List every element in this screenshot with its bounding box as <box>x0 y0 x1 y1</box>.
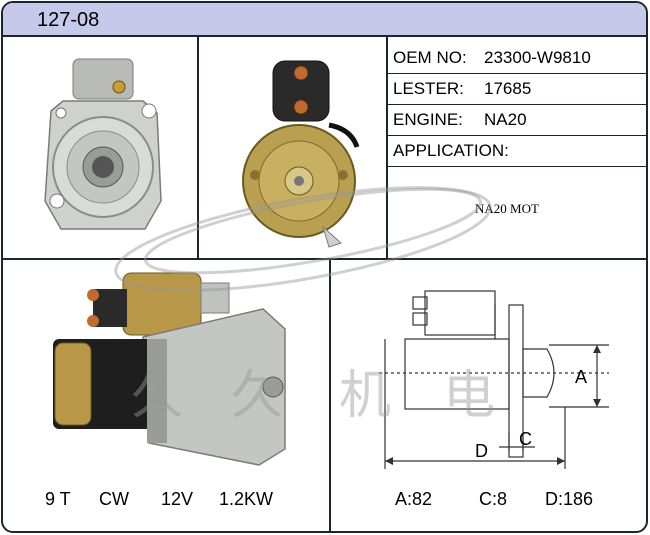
watermark-char: 机 <box>339 366 392 426</box>
rotation-direction: CW <box>99 489 129 509</box>
spec-label: APPLICATION: <box>393 141 509 160</box>
dimension-d-label: D <box>475 441 488 461</box>
spec-value: 23300-W9810 <box>484 48 591 67</box>
spec-row-engine: ENGINE: NA20 <box>388 105 646 136</box>
watermark-logo <box>114 186 492 292</box>
spec-label: ENGINE: <box>393 110 463 129</box>
teeth-count: 9 T <box>45 489 71 509</box>
dimension-diagram: A C D <box>379 290 609 469</box>
spec-value: NA20 <box>484 110 527 129</box>
spec-row-application: APPLICATION: <box>388 136 646 167</box>
divider <box>197 37 199 259</box>
spec-row-lester: LESTER: 17685 <box>388 74 646 105</box>
spec-label: LESTER: <box>393 79 464 98</box>
dimension-a-label: A <box>575 367 587 387</box>
header-bar: 127-08 <box>3 3 646 37</box>
dimension-c-label: C <box>519 429 532 449</box>
starter-front-view-image <box>44 58 162 230</box>
starter-side-view-image <box>53 272 286 466</box>
voltage-rating: 12V <box>161 489 194 509</box>
divider <box>3 258 646 260</box>
spec-row-oem: OEM NO: 23300-W9810 <box>388 43 646 74</box>
dimension-a-value: A:82 <box>395 489 433 509</box>
watermark-char: 久 <box>231 366 284 426</box>
divider <box>329 259 331 531</box>
application-note: NA20 MOT <box>475 201 539 216</box>
spec-label: OEM NO: <box>393 48 467 67</box>
watermark-char: 久 <box>131 366 184 426</box>
product-code: 127-08 <box>37 9 100 31</box>
spec-value: 17685 <box>484 79 532 98</box>
starter-rear-view-image <box>242 60 360 248</box>
dimension-d-value: D:186 <box>545 489 594 509</box>
watermark-char: 电 <box>443 366 496 426</box>
dimension-c-value: C:8 <box>479 489 508 509</box>
power-rating: 1.2KW <box>219 489 274 509</box>
divider <box>386 37 388 259</box>
